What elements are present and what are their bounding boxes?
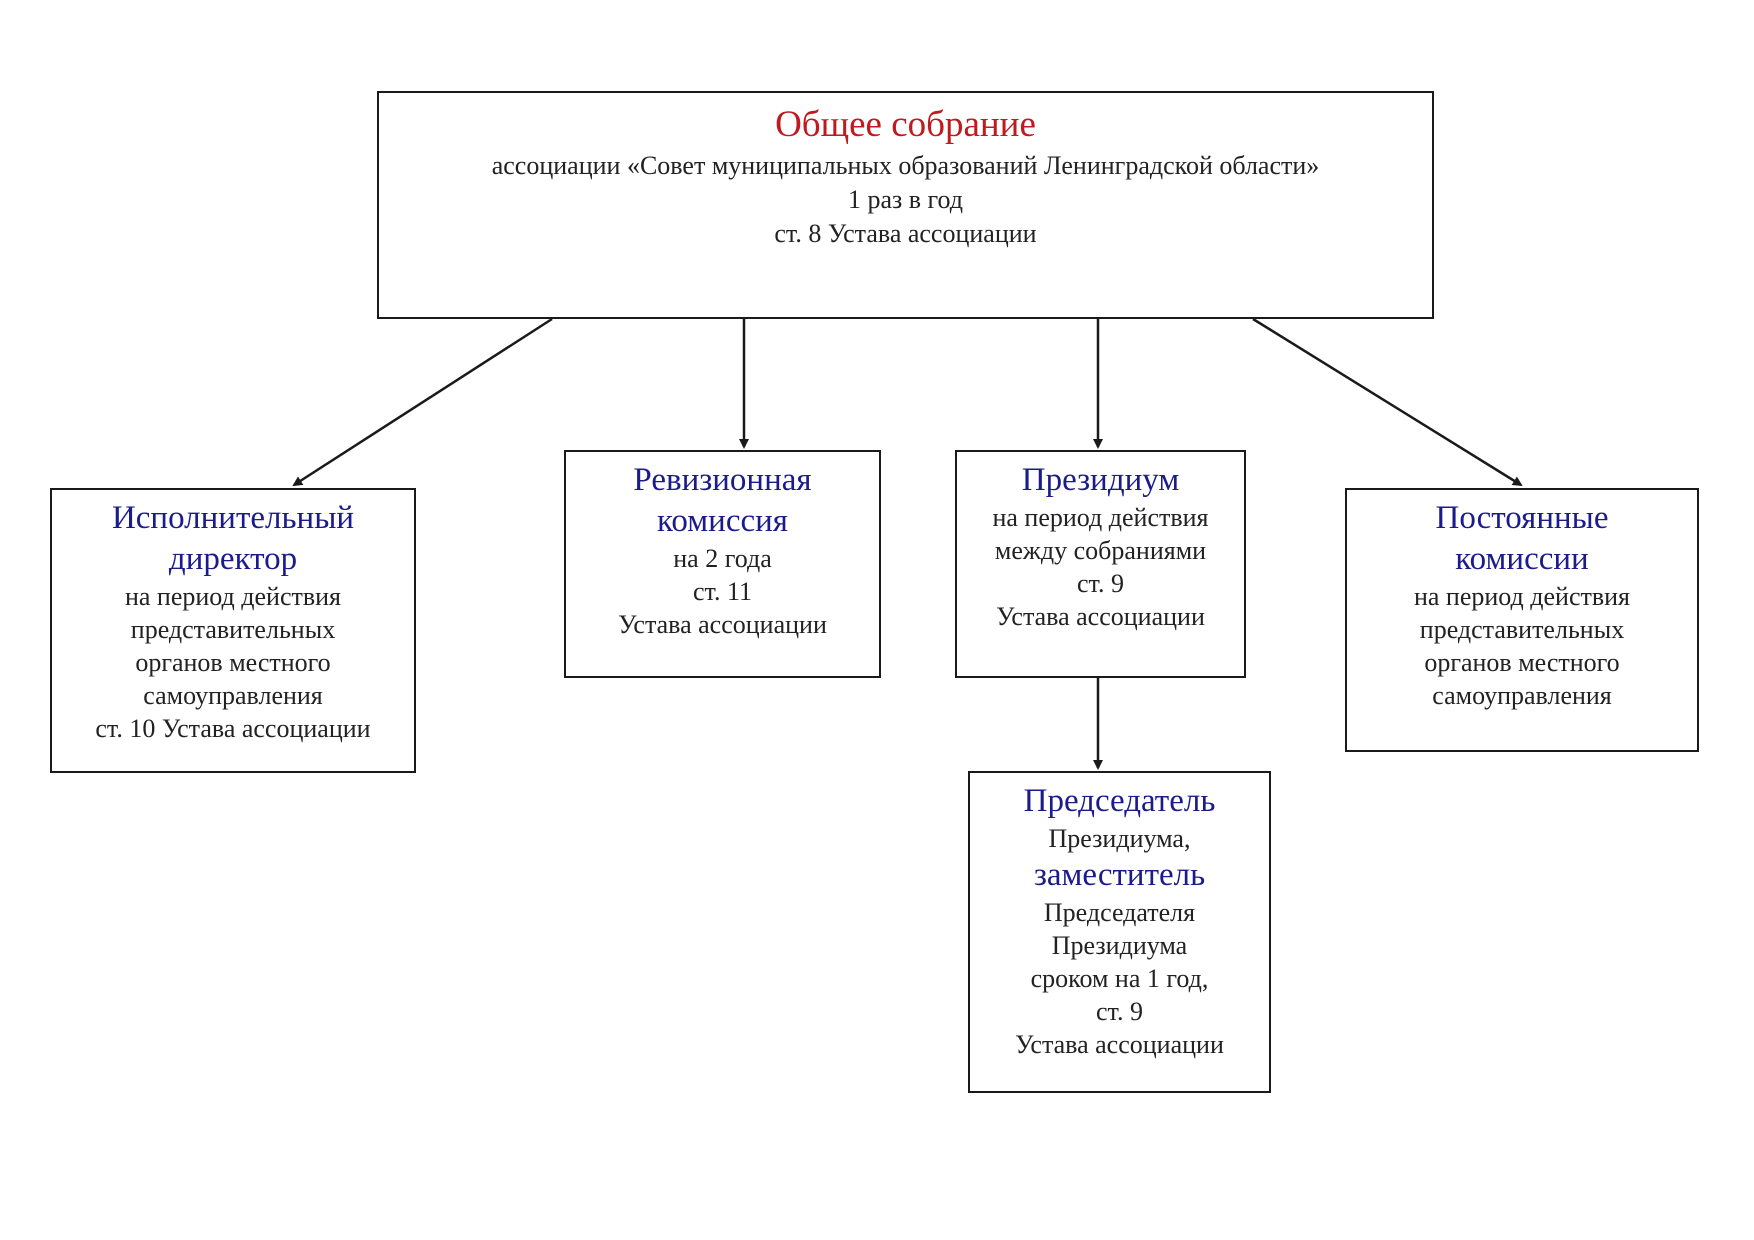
executive-director-title: Исполнительный [111, 500, 355, 536]
chairman-line: ст. 9 [1096, 997, 1143, 1026]
audit-commission-line: Устава ассоциации [618, 610, 827, 639]
permanent-commissions-title: Постоянные [1435, 500, 1609, 536]
chairman-line: Президиума [1051, 931, 1188, 960]
chairman-line: Председателя [1043, 898, 1196, 927]
chairman-line: сроком на 1 год, [1030, 964, 1209, 993]
permanent-commissions-line: представительных [1419, 615, 1625, 644]
chairman-box: Председатель Президиума, заместитель Пре… [968, 771, 1271, 1093]
general-assembly-title: Общее собрание [775, 104, 1036, 145]
general-assembly-box: Общее собрание ассоциации «Совет муницип… [377, 91, 1434, 319]
arrow-to-executive-director [292, 317, 553, 487]
presidium-line: на период действия [992, 503, 1209, 532]
permanent-commissions-box: Постоянные комиссии на период действия п… [1345, 488, 1699, 752]
permanent-commissions-line: самоуправления [1432, 681, 1612, 710]
chairman-line: Устава ассоциации [1015, 1030, 1224, 1059]
executive-director-line: представительных [130, 615, 336, 644]
audit-commission-title: Ревизионная [633, 462, 812, 498]
executive-director-line: самоуправления [143, 681, 323, 710]
audit-commission-line: ст. 11 [693, 577, 752, 606]
executive-director-line: ст. 10 Устава ассоциации [95, 714, 371, 743]
executive-director-title: директор [168, 541, 298, 577]
executive-director-box: Исполнительный директор на период действ… [50, 488, 416, 773]
audit-commission-line: на 2 года [673, 544, 772, 573]
permanent-commissions-line: органов местного [1424, 648, 1620, 677]
chairman-line: Президиума, [1048, 824, 1191, 853]
chairman-title: Председатель [1023, 783, 1216, 819]
permanent-commissions-title: комиссии [1455, 541, 1589, 577]
audit-commission-title: комиссия [657, 503, 788, 539]
general-assembly-line: ассоциации «Совет муниципальных образова… [491, 151, 1320, 180]
arrow-to-permanent-commissions [1252, 317, 1523, 487]
general-assembly-line: ст. 8 Устава ассоциации [774, 219, 1037, 248]
presidium-box: Президиум на период действия между собра… [955, 450, 1246, 678]
permanent-commissions-line: на период действия [1413, 582, 1631, 611]
executive-director-line: на период действия [124, 582, 342, 611]
presidium-line: ст. 9 [1077, 569, 1124, 598]
presidium-line: Устава ассоциации [996, 602, 1205, 631]
presidium-line: между собраниями [994, 536, 1207, 565]
audit-commission-box: Ревизионная комиссия на 2 года ст. 11 Ус… [564, 450, 881, 678]
deputy-title: заместитель [1033, 857, 1206, 893]
general-assembly-line: 1 раз в год [847, 185, 964, 214]
presidium-title: Президиум [1021, 462, 1180, 498]
executive-director-line: органов местного [135, 648, 331, 677]
